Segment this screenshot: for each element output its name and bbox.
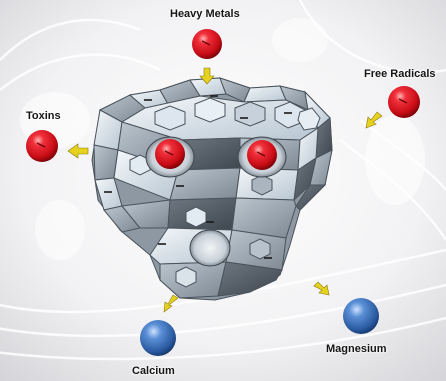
arrow-free-radicals-in <box>365 111 383 129</box>
magnesium-label: Magnesium <box>326 343 387 355</box>
calcium-sphere <box>140 320 176 356</box>
toxin-spheres <box>26 29 420 170</box>
toxins-label: Toxins <box>26 110 61 122</box>
lower-pore <box>189 229 231 267</box>
zeolite-cage <box>91 77 333 301</box>
heavy-metals-label: Heavy Metals <box>170 8 240 20</box>
mineral-spheres <box>140 298 379 356</box>
free-radicals-label: Free Radicals <box>364 68 436 80</box>
arrows <box>67 67 383 313</box>
background-blobs <box>20 18 425 260</box>
arrow-heavy-metals-in <box>199 67 215 85</box>
magnesium-sphere <box>343 298 379 334</box>
calcium-label: Calcium <box>132 365 175 377</box>
negative-charge-markers <box>104 95 292 259</box>
arrow-toxins-in <box>67 143 89 159</box>
background-swirl-lines <box>0 0 446 359</box>
arrow-calcium-out <box>163 294 179 313</box>
arrow-magnesium-out <box>313 281 330 296</box>
